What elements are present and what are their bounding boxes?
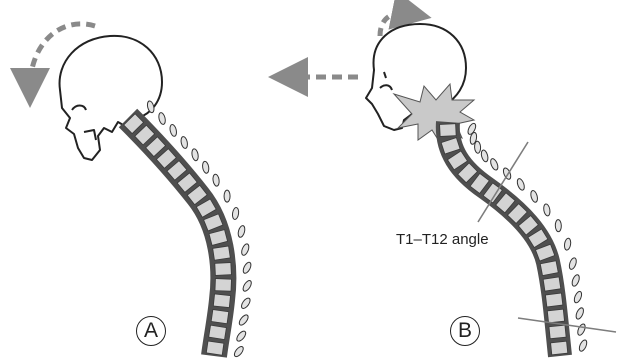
- spinous-process: [233, 345, 245, 358]
- spinous-process: [158, 112, 167, 125]
- vertebra: [215, 279, 231, 292]
- vertebra: [540, 261, 558, 276]
- vertebra: [543, 277, 561, 291]
- vertebra: [206, 341, 224, 355]
- spinous-process: [212, 174, 220, 187]
- vertebra: [213, 246, 231, 260]
- panel-b: [288, 13, 616, 356]
- spinous-process: [240, 243, 250, 256]
- spinous-process: [530, 190, 539, 203]
- spinous-process: [238, 313, 250, 326]
- spinous-process: [573, 290, 583, 303]
- spinous-process: [578, 339, 588, 352]
- spinous-process: [516, 178, 526, 191]
- spinous-process: [543, 204, 551, 217]
- spinous-process: [241, 279, 252, 292]
- panel-a: [30, 24, 253, 358]
- spinous-process: [576, 323, 586, 336]
- panel-label-b: B: [450, 316, 480, 346]
- panel-label-a: A: [136, 316, 166, 346]
- vertebra: [213, 294, 230, 308]
- spinous-process: [237, 225, 246, 238]
- spinous-process: [555, 220, 561, 232]
- vertebra: [547, 309, 564, 323]
- spinous-process: [474, 141, 481, 153]
- spinous-process: [571, 274, 581, 287]
- spinous-process: [480, 149, 489, 162]
- spinous-process: [489, 158, 499, 171]
- t1-t12-angle-label: T1–T12 angle: [396, 231, 489, 248]
- vertebra: [545, 293, 562, 307]
- spinous-process: [180, 136, 188, 149]
- vertebra: [549, 325, 566, 339]
- spinous-process: [568, 257, 578, 270]
- spinous-process: [242, 261, 253, 274]
- spinous-process: [224, 190, 230, 202]
- vertebra: [211, 310, 229, 324]
- spinous-process: [169, 124, 178, 137]
- spinous-process: [235, 330, 247, 343]
- spinous-process: [191, 148, 199, 161]
- spinous-process: [575, 307, 585, 320]
- spinous-process: [564, 238, 572, 251]
- vertebra: [209, 325, 227, 339]
- vertebra: [440, 124, 457, 137]
- spinous-process: [202, 161, 210, 174]
- vertebra: [551, 341, 568, 355]
- spinous-process: [232, 207, 240, 220]
- spinous-process: [240, 297, 252, 310]
- vertebra: [215, 263, 232, 276]
